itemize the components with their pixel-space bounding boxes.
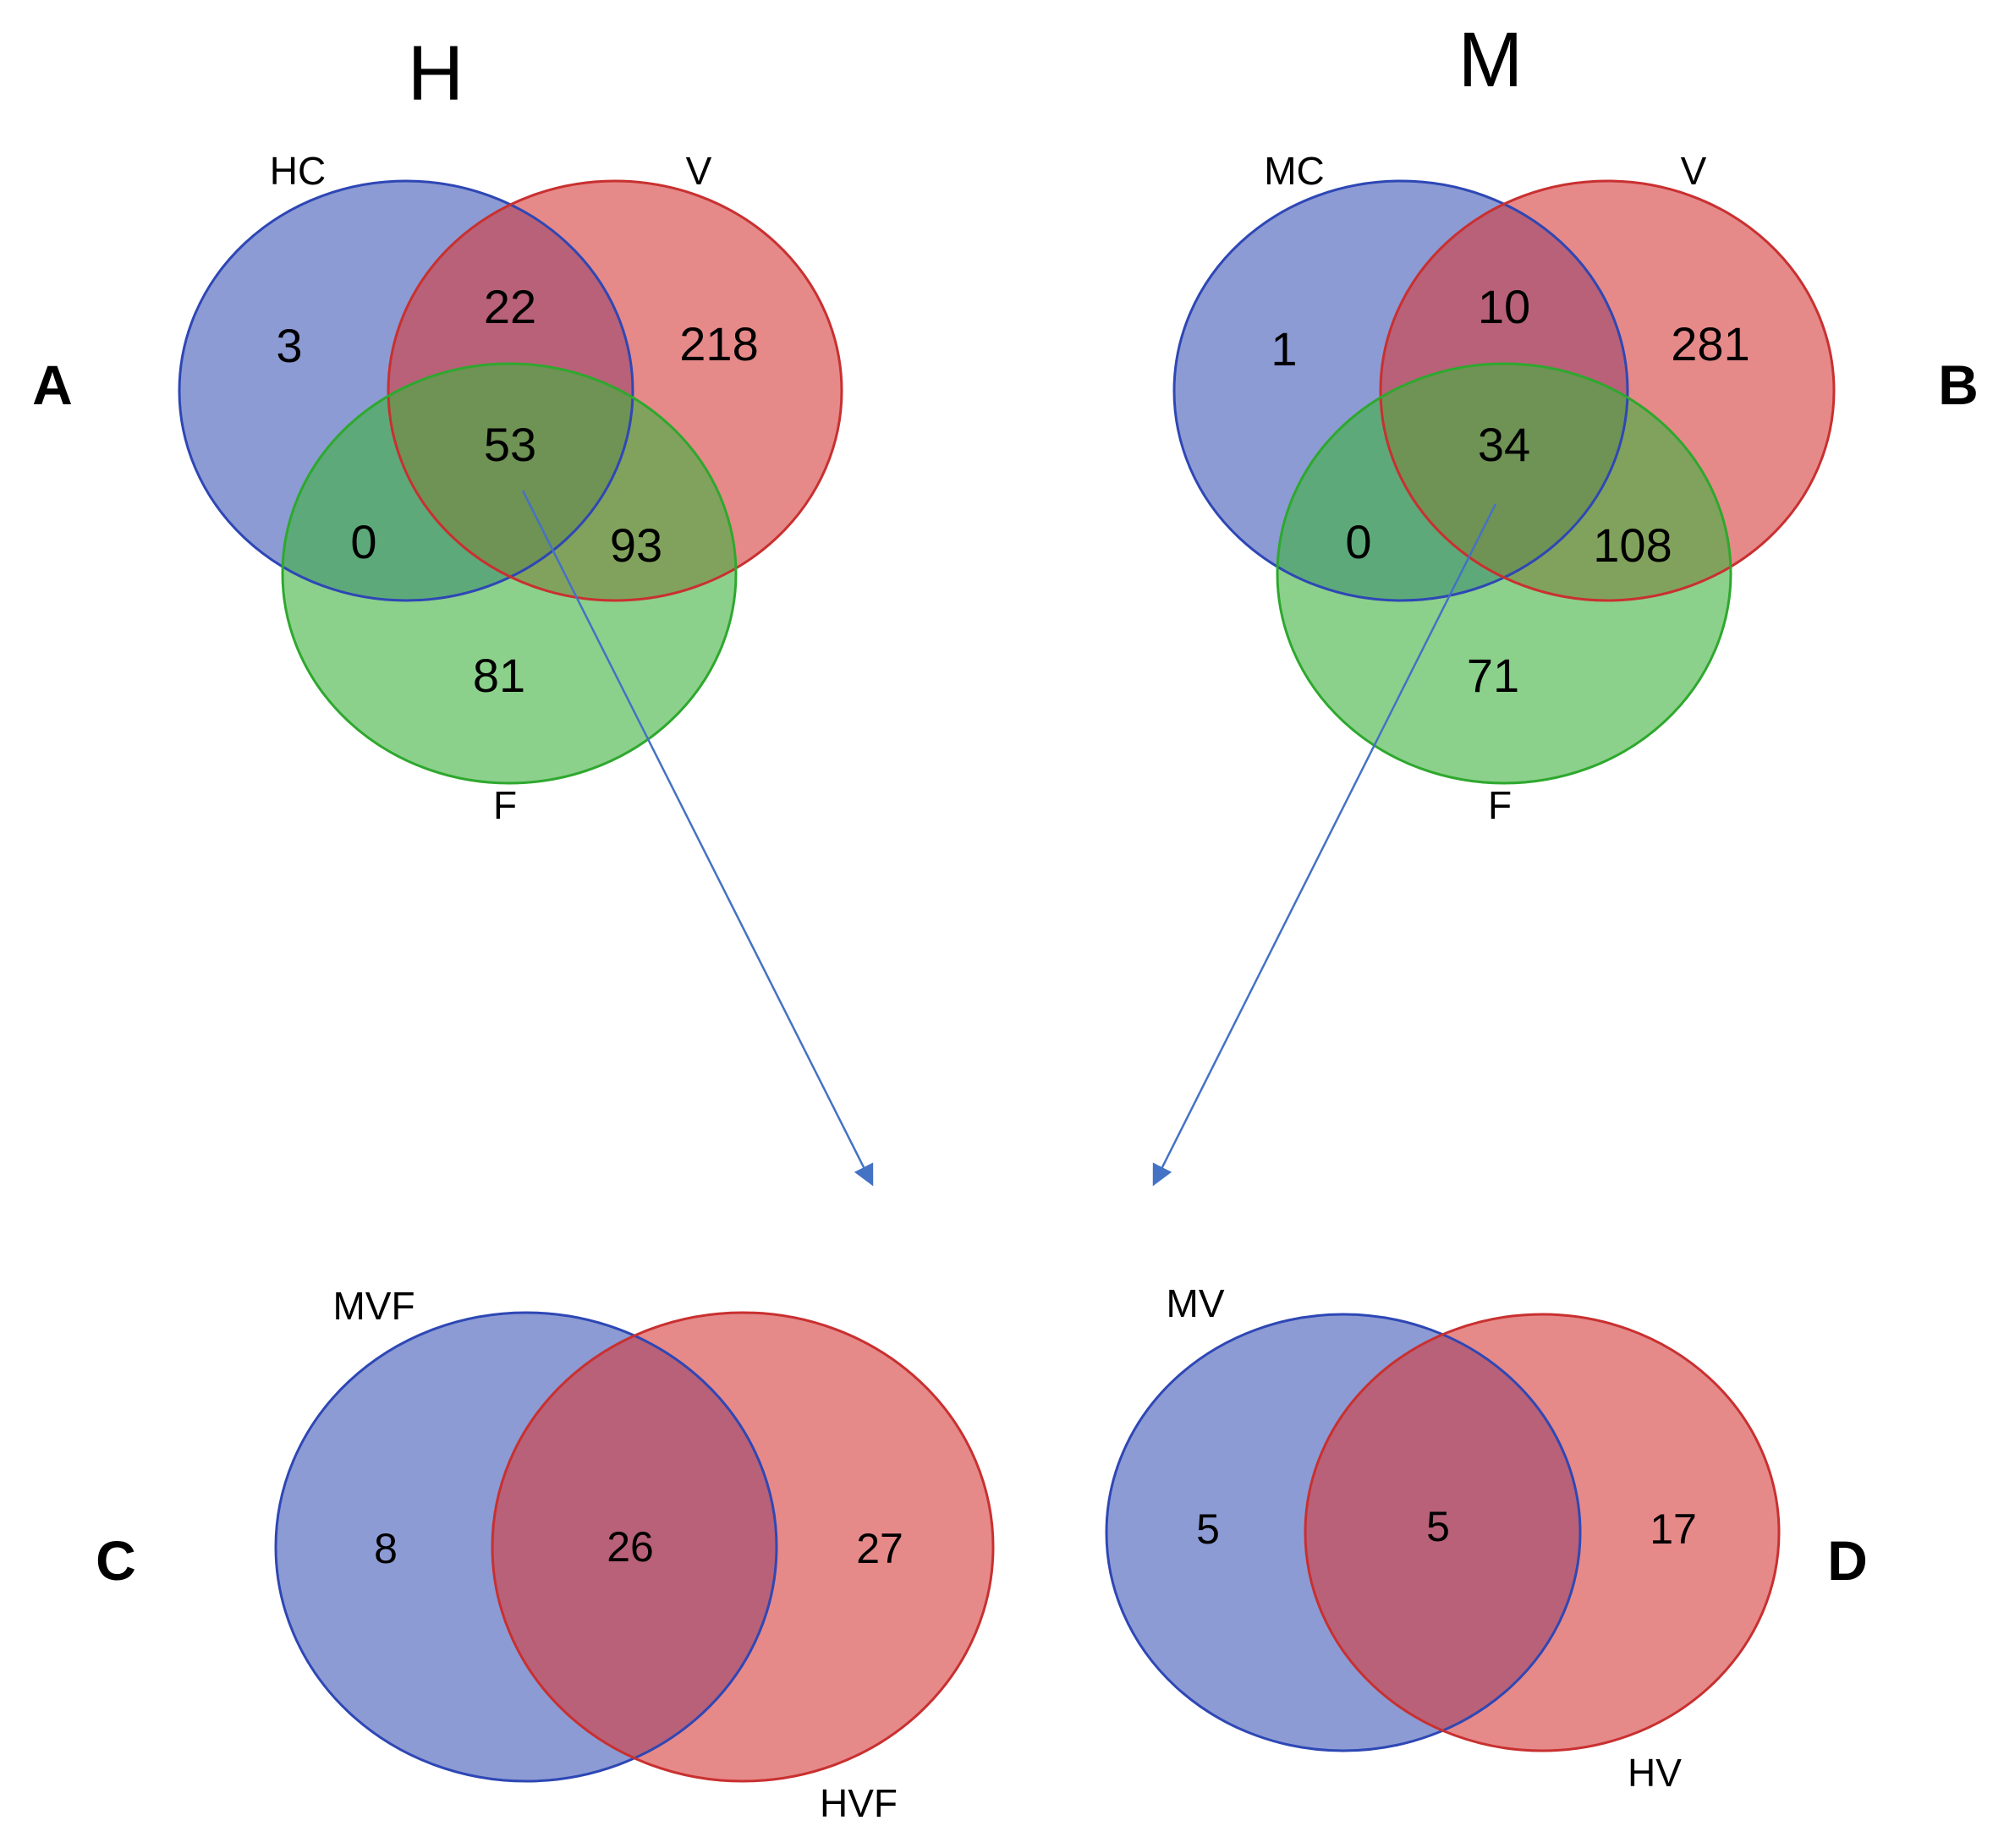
panel-a-title: H: [408, 30, 464, 117]
panel-c-letter: C: [96, 1529, 136, 1592]
panel-a-count-v-f: 93: [610, 518, 662, 572]
panel-d: D MV HV 5 5 17: [1105, 1281, 1868, 1795]
panel-a-count-all: 53: [484, 418, 536, 471]
panel-d-count-hv-only: 17: [1650, 1505, 1697, 1553]
panel-b-label-v: V: [1681, 149, 1707, 193]
panel-c: C MVF HVF 8 26 27: [96, 1284, 995, 1825]
panel-a-label-v: V: [686, 149, 712, 193]
panel-b-label-mc: MC: [1264, 149, 1325, 193]
arrow-b-to-d: [1152, 503, 1497, 1187]
panel-d-count-mv-only: 5: [1196, 1505, 1220, 1553]
panel-b-count-f-only: 71: [1467, 649, 1519, 702]
panel-d-letter: D: [1827, 1529, 1868, 1592]
panel-a: H A HC V F 3 22 218 53 0 93 81: [32, 30, 843, 827]
panel-c-label-hvf: HVF: [820, 1781, 898, 1825]
panel-b-label-f: F: [1488, 783, 1512, 827]
panel-a-label-f: F: [493, 783, 517, 827]
panel-b-count-v-only: 281: [1671, 317, 1749, 370]
panel-b-count-mc-only: 1: [1271, 322, 1297, 376]
panel-a-count-hc-only: 3: [276, 319, 302, 372]
panel-a-letter: A: [32, 354, 73, 416]
panel-d-circle-hv: [1305, 1314, 1779, 1751]
panel-c-circle-hvf: [492, 1313, 993, 1781]
panel-a-count-hc-v: 22: [484, 280, 536, 333]
panel-b-count-all: 34: [1478, 418, 1530, 471]
panel-b-letter: B: [1938, 354, 1979, 416]
panel-b-title: M: [1458, 17, 1524, 103]
panel-a-count-v-only: 218: [679, 317, 758, 370]
panel-a-count-hc-f: 0: [350, 515, 376, 568]
panel-d-label-hv: HV: [1628, 1751, 1682, 1795]
panel-c-count-mvf-only: 8: [374, 1525, 398, 1572]
panel-b: M B MC V F 1 10 281 34 0 108 71: [1172, 17, 1979, 827]
panel-b-count-mc-f: 0: [1345, 515, 1371, 568]
panel-b-count-mc-v: 10: [1478, 280, 1530, 333]
panel-c-count-overlap: 26: [607, 1523, 654, 1571]
panel-d-count-overlap: 5: [1426, 1503, 1450, 1550]
panel-c-label-mvf: MVF: [332, 1284, 415, 1328]
panel-b-count-v-f: 108: [1593, 518, 1672, 572]
panel-a-circle-f: [283, 364, 736, 783]
panel-b-circle-f: [1277, 364, 1731, 783]
panel-a-count-f-only: 81: [473, 649, 525, 702]
panel-d-label-mv: MV: [1167, 1281, 1225, 1325]
panel-a-label-hc: HC: [270, 149, 326, 193]
arrow-a-to-c: [521, 490, 874, 1187]
panel-c-count-hvf-only: 27: [856, 1525, 903, 1572]
